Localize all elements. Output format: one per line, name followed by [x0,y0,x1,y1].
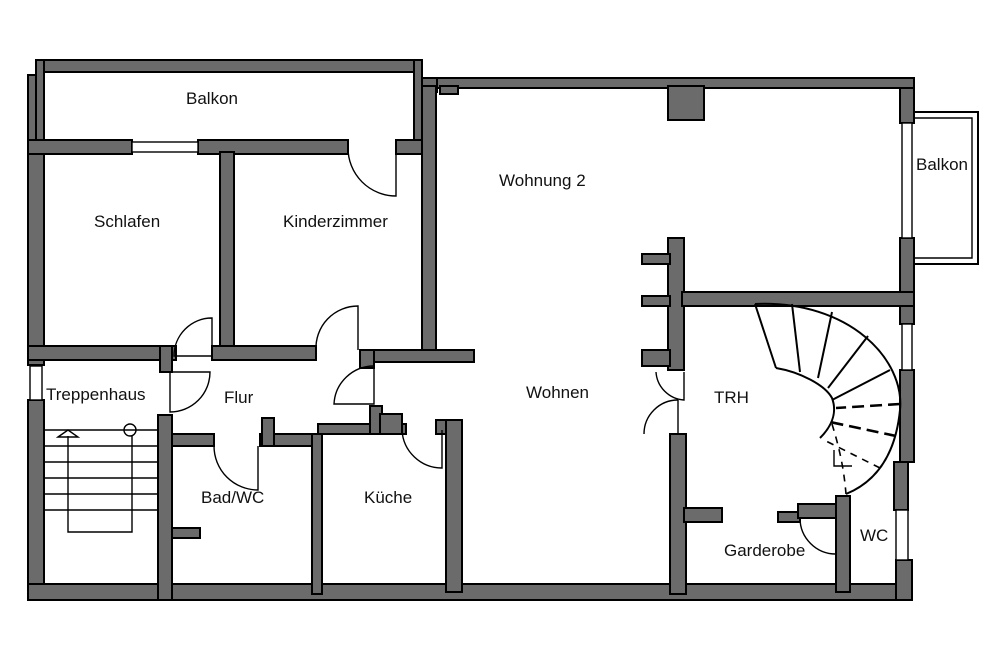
door-kinder [315,305,359,351]
wall-treppenhaus-right [157,414,173,601]
wall-kinder-wohnen [421,85,437,357]
wall-top-pillar [667,85,705,121]
label-flur: Flur [224,388,254,407]
wall-bad-kueche [311,433,323,595]
room-labels: Balkon Balkon Wohnung 2 Schlafen Kinderz… [46,89,968,560]
wall-notch-2 [641,295,671,307]
label-wc: WC [860,526,888,545]
window-wc [895,509,909,561]
wall-kinder-bottom-stub [359,349,375,369]
wall-right-mid [899,237,915,325]
doors [169,147,837,555]
balkon-rail-left [35,59,45,146]
wall-right-bottom [895,559,913,601]
wall-left-lower [27,399,45,601]
label-kinderzimmer: Kinderzimmer [283,212,388,231]
spiral-stairs [754,302,902,495]
detail-lines [29,71,979,561]
wall-bad-stub [171,527,201,539]
wall-flur-bottom-d [317,423,407,435]
stairs-arrow [833,450,852,467]
door-trh-a [655,371,685,401]
door-balkon-kinder [347,147,397,197]
label-garderobe: Garderobe [724,541,805,560]
wall-garderobe-stub-left [683,507,723,523]
label-balkon-top: Balkon [186,89,238,108]
label-balkon-right: Balkon [916,155,968,174]
window-right-2 [901,323,913,371]
wall-schlafen-bottom-b [211,345,317,361]
balkon-rail-top [35,59,421,73]
wall-schlafen-kinder [219,151,235,361]
wall-flur-bottom-c [261,417,275,447]
wall-garderobe-top-a [777,511,801,523]
wall-top-notch [439,85,459,95]
door-trh-b [643,399,679,435]
wall-schlafen-bottom [27,345,177,361]
label-schlafen: Schlafen [94,212,160,231]
wall-wohnung2-bottom [681,291,915,307]
wall-balkon-bedrooms-a [27,139,133,155]
window-right-1 [901,122,913,239]
door-schlafen [173,317,213,357]
wall-kinder-bottom [359,349,475,363]
wall-flur-stub [159,345,173,373]
door-kueche [401,429,443,469]
wall-flur-bottom-f [379,413,403,435]
window-treppenhaus [29,365,43,401]
wall-kueche-wohnen [445,419,463,593]
door-bad [213,445,259,491]
wall-garderobe-wc [835,495,851,593]
label-wohnen: Wohnen [526,383,589,402]
label-treppenhaus: Treppenhaus [46,385,146,404]
wall-wc-right [893,461,909,511]
door-wc [799,517,837,555]
window-schlafen [131,141,199,153]
label-kueche: Küche [364,488,412,507]
door-treppenhaus [169,371,211,413]
wall-notch-3 [641,349,671,367]
label-trh: TRH [714,388,749,407]
wall-notch-1 [641,253,671,265]
balkon-rail-right [413,59,423,146]
stairs-treppenhaus [44,423,158,533]
balkon-right-rail [914,111,979,265]
wall-top-wohnung [417,77,915,89]
walls [27,59,915,601]
door-flur-wohnen [333,365,375,405]
label-wohnung2: Wohnung 2 [499,171,586,190]
wall-right-lower [899,369,915,463]
wall-flur-bottom-a [171,433,215,447]
label-bad-wc: Bad/WC [201,488,264,507]
